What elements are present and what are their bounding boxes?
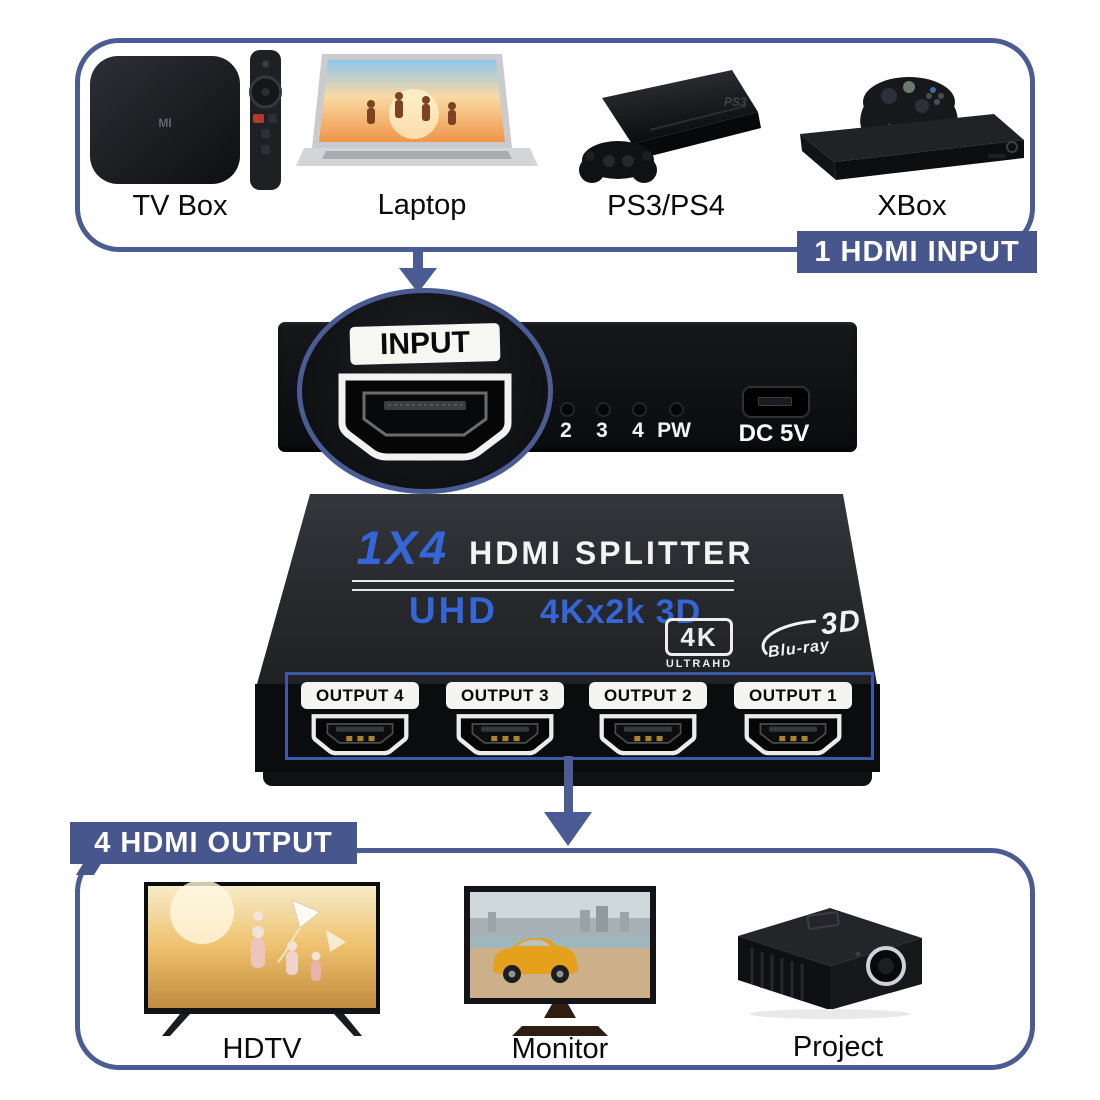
- device-label-hdtv: HDTV: [222, 1033, 302, 1065]
- tv-box-image: MI: [90, 50, 282, 190]
- output-port-1: OUTPUT 1: [730, 682, 856, 760]
- ps3-image: PS3: [579, 70, 761, 183]
- xbox-controller: [860, 77, 958, 138]
- led-label-4: 4: [632, 419, 644, 442]
- yellow-car: [492, 938, 578, 983]
- input-port-label: INPUT: [349, 323, 501, 365]
- ps3-controller: [579, 141, 657, 183]
- resolution-text: 4Kx2k 3D: [540, 593, 702, 631]
- hdmi-output-port-3: [456, 714, 554, 756]
- led-label-3: 3: [596, 419, 608, 442]
- projector-image: [738, 908, 922, 1019]
- output-4-label: OUTPUT 4: [301, 682, 419, 709]
- device-label-monitor: Monitor: [511, 1033, 609, 1065]
- device-label-projector: Project: [792, 1031, 884, 1063]
- device-label-ps3-ps4: PS3/PS4: [607, 190, 725, 222]
- splitter-model-text: 1X4: [356, 521, 450, 574]
- output-port-2: OUTPUT 2: [585, 682, 711, 760]
- tv-box-body: [90, 56, 240, 184]
- hdmi-output-port-2: [599, 714, 697, 756]
- family-silhouettes: [251, 911, 321, 981]
- splitter-device: 1X4 HDMI SPLITTER UHD 4Kx2k 3D 4K ULTRAH…: [255, 488, 880, 793]
- output-port-3: OUTPUT 3: [442, 682, 568, 760]
- hdmi-output-port-4: [311, 714, 409, 756]
- splitter-subtitle: UHD 4Kx2k 3D: [315, 590, 795, 632]
- dc-power-label: DC 5V: [738, 420, 810, 447]
- monitor-image: [464, 886, 656, 1036]
- led-label-pw: PW: [657, 419, 691, 442]
- monitor-stand-base: [512, 1026, 608, 1036]
- xbox-console: [800, 114, 1024, 180]
- device-label-laptop: Laptop: [377, 189, 467, 221]
- badge-3d-bluray: 3D Blu-ray: [748, 604, 872, 677]
- led-indicator-3: [596, 402, 611, 417]
- input-port-magnifier: INPUT: [297, 288, 553, 494]
- monitor-screen: [470, 892, 650, 998]
- splitter-divider-lines: [352, 580, 734, 591]
- led-indicator-4: [632, 402, 647, 417]
- splitter-title: 1X4 HDMI SPLITTER: [315, 520, 795, 575]
- hdtv-image: [144, 880, 380, 1036]
- led-indicator-2: [560, 402, 575, 417]
- ps3-logo: PS3: [724, 95, 747, 109]
- xbox-image: [800, 77, 1024, 180]
- hdmi-input-port: [338, 373, 512, 461]
- hdmi-output-port-1: [744, 714, 842, 756]
- output-3-label: OUTPUT 3: [446, 682, 564, 709]
- laptop-image: [296, 54, 538, 166]
- ps3-console-top: [602, 70, 758, 144]
- badge-4k-text: 4K: [665, 618, 733, 656]
- tv-box-logo: MI: [158, 116, 171, 130]
- uhd-text: UHD: [408, 590, 499, 631]
- badge-ultrahd-text: ULTRAHD: [665, 658, 733, 670]
- bluray-swoosh-icon: [761, 619, 817, 655]
- output-ports-outline: [285, 672, 874, 760]
- splitter-name-text: HDMI SPLITTER: [469, 535, 754, 571]
- projector-shadow: [750, 1009, 910, 1019]
- badge-4k-ultrahd: 4K ULTRAHD: [651, 618, 747, 670]
- output-1-label: OUTPUT 1: [734, 682, 852, 709]
- hdtv-leg-left: [162, 1014, 190, 1036]
- projector-vents: [750, 948, 804, 1000]
- people-silhouettes: [367, 92, 456, 125]
- dc-power-port: [742, 386, 810, 418]
- hdtv-leg-right: [334, 1014, 362, 1036]
- output-port-4: OUTPUT 4: [297, 682, 423, 760]
- ps3-console-side: [632, 112, 761, 160]
- output-2-label: OUTPUT 2: [589, 682, 707, 709]
- hdmi-output-badge: 4 HDMI OUTPUT: [70, 822, 357, 864]
- led-label-2: 2: [560, 419, 572, 442]
- device-label-xbox: XBox: [877, 190, 947, 222]
- led-indicator-pw: [669, 402, 684, 417]
- monitor-stand-neck: [544, 1004, 576, 1018]
- device-label-tv-box: TV Box: [132, 190, 228, 222]
- tv-remote: [249, 50, 282, 190]
- hdmi-input-badge: 1 HDMI INPUT: [797, 231, 1037, 273]
